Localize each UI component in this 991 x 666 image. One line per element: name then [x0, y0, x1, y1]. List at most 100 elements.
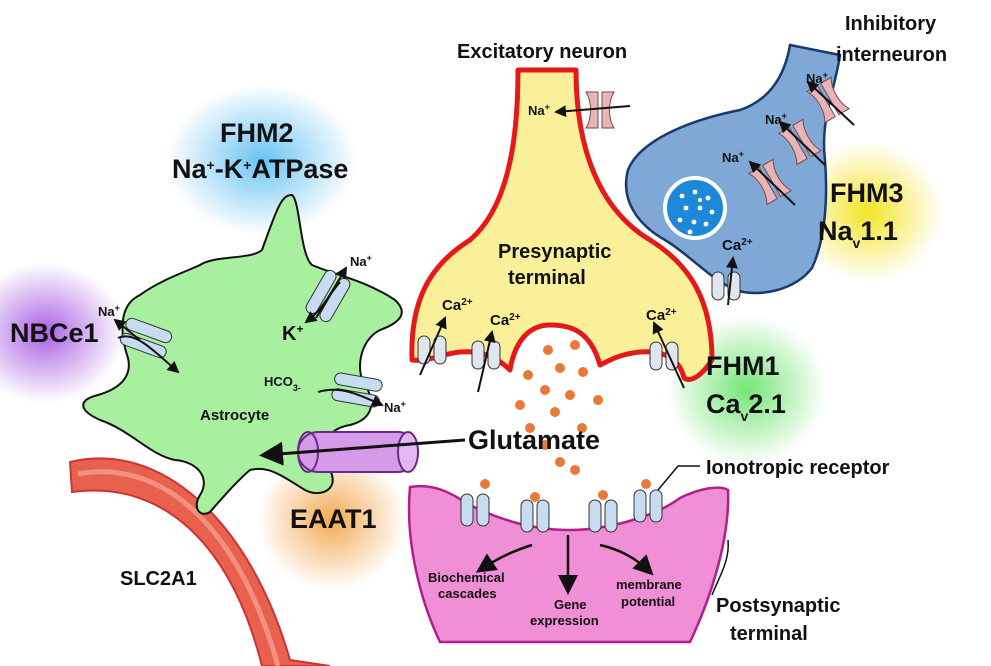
vesicle-dots — [677, 189, 715, 235]
postsynaptic-label-1: Postsynaptic — [716, 595, 840, 617]
presynaptic-label-1: Presynaptic — [498, 241, 611, 263]
ionotropic-receptor-3 — [588, 499, 618, 533]
ion-ca-pre-2-charge: 2+ — [509, 312, 521, 323]
ion-na-inter-1-plus: + — [823, 70, 828, 80]
ion-na-atpase-plus: + — [367, 253, 372, 263]
fhm1-subtitle: Cav2.1 — [706, 389, 786, 424]
ion-na-excitatory-sym: Na — [528, 103, 545, 118]
ion-na-excitatory-plus: + — [545, 102, 550, 112]
ion-ca-inter: Ca2+ — [722, 237, 753, 255]
ion-ca-pre-2: Ca2+ — [490, 312, 521, 330]
ion-k-atpase: K+ — [282, 322, 303, 345]
ion-ca-pre-1: Ca2+ — [442, 297, 473, 315]
eaat1-label: EAAT1 — [290, 504, 377, 534]
interneuron-na-channel-1 — [805, 76, 851, 124]
ion-hco3: HCO3- — [264, 374, 301, 393]
ionotropic-receptor-2 — [520, 499, 550, 533]
fhm2-na-plus: + — [207, 157, 215, 173]
excitatory-neuron-label: Excitatory neuron — [457, 41, 627, 63]
ion-na-nbce1-sym: Na — [98, 304, 115, 319]
ion-na-hco3-plus: + — [401, 399, 406, 409]
fhm3-sub: v — [853, 235, 861, 251]
ion-na-inter-1: Na+ — [806, 70, 828, 86]
fhm1-ca: Ca — [706, 389, 741, 419]
presynaptic-ca-channel-2 — [471, 340, 501, 370]
interneuron-na-channel-3 — [747, 158, 793, 206]
fhm3-title: FHM3 — [830, 178, 904, 208]
ion-ca-pre-3-charge: 2+ — [665, 307, 677, 318]
ion-na-inter-3-plus: + — [739, 149, 744, 159]
ion-na-inter-3-sym: Na — [722, 150, 739, 165]
channel-hco3 — [331, 372, 383, 408]
biochemical-label-1: Biochemical — [428, 570, 505, 585]
membrane-label-1: membrane — [616, 577, 682, 592]
fhm1-num: 2.1 — [748, 389, 786, 419]
ionotropic-receptor-1 — [460, 493, 490, 527]
fhm2-glow — [167, 85, 357, 235]
membrane-label-2: potential — [621, 594, 675, 609]
glutamate-molecules — [480, 340, 651, 502]
postsynaptic-arrows — [475, 535, 654, 595]
ion-na-inter-2-plus: + — [782, 111, 787, 121]
ion-hco3-charge: 3- — [293, 383, 301, 393]
glutamate-uptake-arrow — [259, 438, 466, 466]
ion-na-atpase-sym: Na — [350, 254, 367, 269]
nbce1-glow — [0, 263, 125, 403]
presynaptic-ca-channel-3 — [649, 341, 679, 371]
gene-label-1: Gene — [554, 597, 587, 612]
ion-na-excitatory: Na+ — [528, 102, 550, 118]
ion-ca-pre-3-sym: Ca — [646, 307, 666, 324]
blood-vessel-highlight — [77, 469, 281, 666]
fhm2-title: FHM2 — [220, 118, 294, 148]
eaat1-glow — [257, 450, 407, 590]
fhm3-glow — [793, 142, 943, 282]
postsynaptic-pointer — [711, 539, 729, 596]
astrocyte-label: Astrocyte — [200, 407, 269, 424]
ion-na-atpase: Na+ — [350, 253, 372, 269]
glutamate-label: Glutamate — [468, 425, 600, 455]
ion-na-nbce1: Na+ — [98, 303, 120, 319]
fhm2-na: Na — [172, 154, 207, 184]
synaptic-vesicle — [663, 176, 727, 240]
ion-na-hco3: Na+ — [384, 399, 406, 415]
fhm3-subtitle: Nav1.1 — [818, 216, 898, 251]
biochemical-label-2: cascades — [438, 586, 497, 601]
fhm2-subtitle: Na+-K+ATPase — [172, 154, 348, 184]
fhm1-title: FHM1 — [706, 351, 780, 381]
ionotropic-receptor-4 — [633, 489, 663, 523]
ion-na-inter-2-sym: Na — [765, 112, 782, 127]
fhm3-num: 1.1 — [860, 216, 898, 246]
ion-na-hco3-sym: Na — [384, 400, 401, 415]
ion-ca-pre-2-sym: Ca — [490, 312, 510, 329]
fhm1-sub: v — [741, 408, 749, 424]
presynaptic-label-2: terminal — [508, 267, 586, 289]
ion-hco3-sym: HCO — [264, 374, 293, 389]
inhibitory-label-2: interneuron — [836, 44, 947, 66]
presynaptic-terminal — [409, 67, 715, 382]
ion-na-inter-2: Na+ — [765, 111, 787, 127]
interneuron-na-channel-2 — [777, 118, 823, 166]
eaat1-transporter — [297, 431, 419, 473]
gene-label-2: expression — [530, 613, 599, 628]
ionotropic-pointer — [657, 465, 700, 491]
ion-na-inter-3: Na+ — [722, 149, 744, 165]
fhm3-na: Na — [818, 216, 853, 246]
nbce1-label: NBCe1 — [10, 318, 99, 348]
ion-k-atpase-sym: K — [282, 323, 297, 345]
ion-ca-pre-1-sym: Ca — [442, 297, 462, 314]
fhm2-k: -K — [215, 154, 244, 184]
ion-ca-inter-charge: 2+ — [741, 237, 753, 248]
ion-arrows — [113, 80, 855, 407]
ion-na-nbce1-plus: + — [115, 303, 120, 313]
fhm2-atpase: ATPase — [251, 154, 348, 184]
slc2a1-label: SLC2A1 — [120, 568, 197, 590]
ionotropic-receptor-label: Ionotropic receptor — [706, 457, 890, 479]
ion-na-inter-1-sym: Na — [806, 71, 823, 86]
ion-ca-pre-1-charge: 2+ — [461, 297, 473, 308]
ion-ca-inter-sym: Ca — [722, 237, 742, 254]
ion-ca-pre-3: Ca2+ — [646, 307, 677, 325]
blood-vessel — [68, 457, 331, 666]
inhibitory-label-1: Inhibitory — [845, 13, 937, 35]
postsynaptic-label-2: terminal — [730, 623, 808, 645]
